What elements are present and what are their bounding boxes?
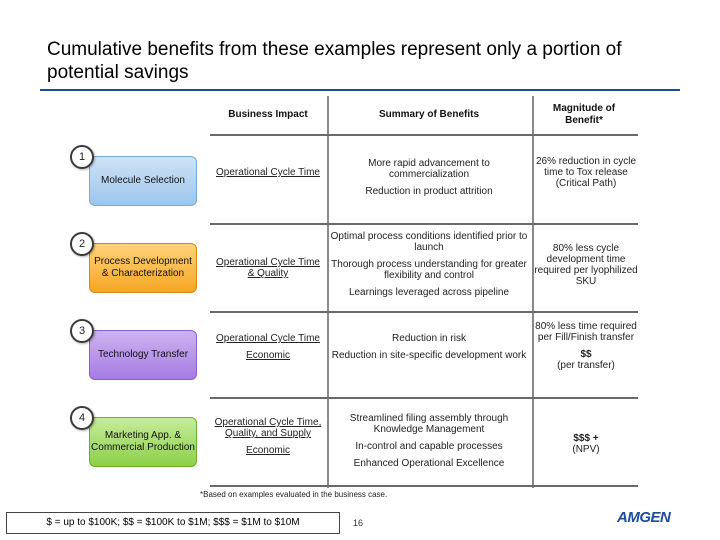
summary-cell: Streamlined filing assembly through Know…: [329, 413, 529, 469]
summary-item: Learnings leveraged across pipeline: [348, 287, 510, 298]
impact-cell: Operational Cycle Time, Quality, and Sup…: [212, 417, 324, 456]
title-divider: [40, 89, 680, 91]
stage-box-process-development: 2 Process Development & Characterization: [70, 232, 197, 293]
magnitude-item: 26% reduction in cycle time to Tox relea…: [535, 156, 637, 178]
impact-cell: Operational Cycle Time: [212, 167, 324, 178]
stage-label: Marketing App. & Commercial Production: [91, 430, 195, 453]
column-divider: [327, 96, 329, 488]
row-divider: [210, 311, 638, 313]
magnitude-cell: 80% less cycle development time required…: [534, 243, 638, 287]
footnote: *Based on examples evaluated in the busi…: [200, 490, 388, 499]
row-divider: [210, 134, 638, 136]
column-divider: [532, 96, 534, 488]
stage-number-badge: 4: [70, 406, 94, 430]
stage-number-badge: 2: [70, 232, 94, 256]
summary-item: Enhanced Operational Excellence: [353, 458, 505, 469]
summary-item: Streamlined filing assembly through Know…: [349, 413, 509, 435]
impact-item: Operational Cycle Time, Quality, and Sup…: [214, 417, 322, 439]
stage-label: Molecule Selection: [101, 175, 185, 186]
stage-label: Process Development & Characterization: [94, 256, 192, 279]
summary-item: More rapid advancement to commercializat…: [368, 158, 490, 180]
summary-cell: Optimal process conditions identified pr…: [329, 231, 529, 298]
header-summary-of-benefits: Summary of Benefits: [378, 109, 480, 120]
summary-item: In-control and capable processes: [355, 441, 503, 452]
summary-item: Thorough process understanding for great…: [331, 259, 527, 281]
stage-box-molecule-selection: 1 Molecule Selection: [70, 145, 197, 206]
magnitude-item: (Critical Path): [555, 178, 617, 189]
row-divider: [210, 485, 638, 487]
stage-box-marketing-commercial: 4 Marketing App. & Commercial Production: [70, 406, 197, 467]
cost-legend: $ = up to $100K; $$ = $100K to $1M; $$$ …: [6, 512, 340, 534]
stage-box-technology-transfer: 3 Technology Transfer: [70, 319, 197, 380]
magnitude-item: (per transfer): [557, 360, 615, 371]
impact-item: Operational Cycle Time & Quality: [216, 257, 320, 279]
magnitude-cell: 80% less time required per Fill/Finish t…: [534, 321, 638, 371]
row-divider: [210, 223, 638, 225]
header-business-impact: Business Impact: [228, 109, 308, 120]
impact-item: Operational Cycle Time: [216, 333, 320, 344]
amgen-logo: AMGEN: [617, 509, 671, 526]
magnitude-cell: 26% reduction in cycle time to Tox relea…: [534, 156, 638, 189]
magnitude-cell: $$$ + (NPV): [534, 433, 638, 455]
summary-item: Reduction in product attrition: [365, 186, 493, 197]
stage-number-badge: 3: [70, 319, 94, 343]
impact-cell: Operational Cycle Time Economic: [212, 333, 324, 361]
stage-label: Technology Transfer: [97, 349, 189, 360]
stage-row-1: 1 Molecule Selection Operational Cycle T…: [62, 134, 638, 223]
magnitude-item: 80% less cycle development time required…: [534, 243, 638, 287]
magnitude-item: $$: [580, 349, 592, 360]
stage-row-2: 2 Process Development & Characterization…: [62, 223, 638, 311]
summary-item: Reduction in risk: [392, 333, 466, 344]
magnitude-item: 80% less time required per Fill/Finish t…: [535, 321, 637, 343]
summary-cell: Reduction in risk Reduction in site-spec…: [329, 333, 529, 361]
header-magnitude-of-benefit: Magnitude of Benefit*: [552, 103, 616, 126]
stage-row-4: 4 Marketing App. & Commercial Production…: [62, 397, 638, 485]
impact-item: Economic: [246, 445, 290, 456]
benefits-table: Business Impact Summary of Benefits Magn…: [62, 96, 638, 488]
impact-item: Economic: [246, 350, 290, 361]
row-divider: [210, 397, 638, 399]
summary-item: Optimal process conditions identified pr…: [330, 231, 528, 253]
magnitude-item: (NPV): [572, 444, 600, 455]
page-number: 16: [353, 518, 364, 528]
impact-cell: Operational Cycle Time & Quality: [212, 257, 324, 279]
magnitude-item: $$$ +: [573, 433, 599, 444]
stage-number-badge: 1: [70, 145, 94, 169]
summary-item: Reduction in site-specific development w…: [331, 350, 527, 361]
impact-item: Operational Cycle Time: [216, 167, 320, 178]
stage-row-3: 3 Technology Transfer Operational Cycle …: [62, 311, 638, 397]
summary-cell: More rapid advancement to commercializat…: [329, 158, 529, 197]
slide-title: Cumulative benefits from these examples …: [47, 39, 622, 83]
